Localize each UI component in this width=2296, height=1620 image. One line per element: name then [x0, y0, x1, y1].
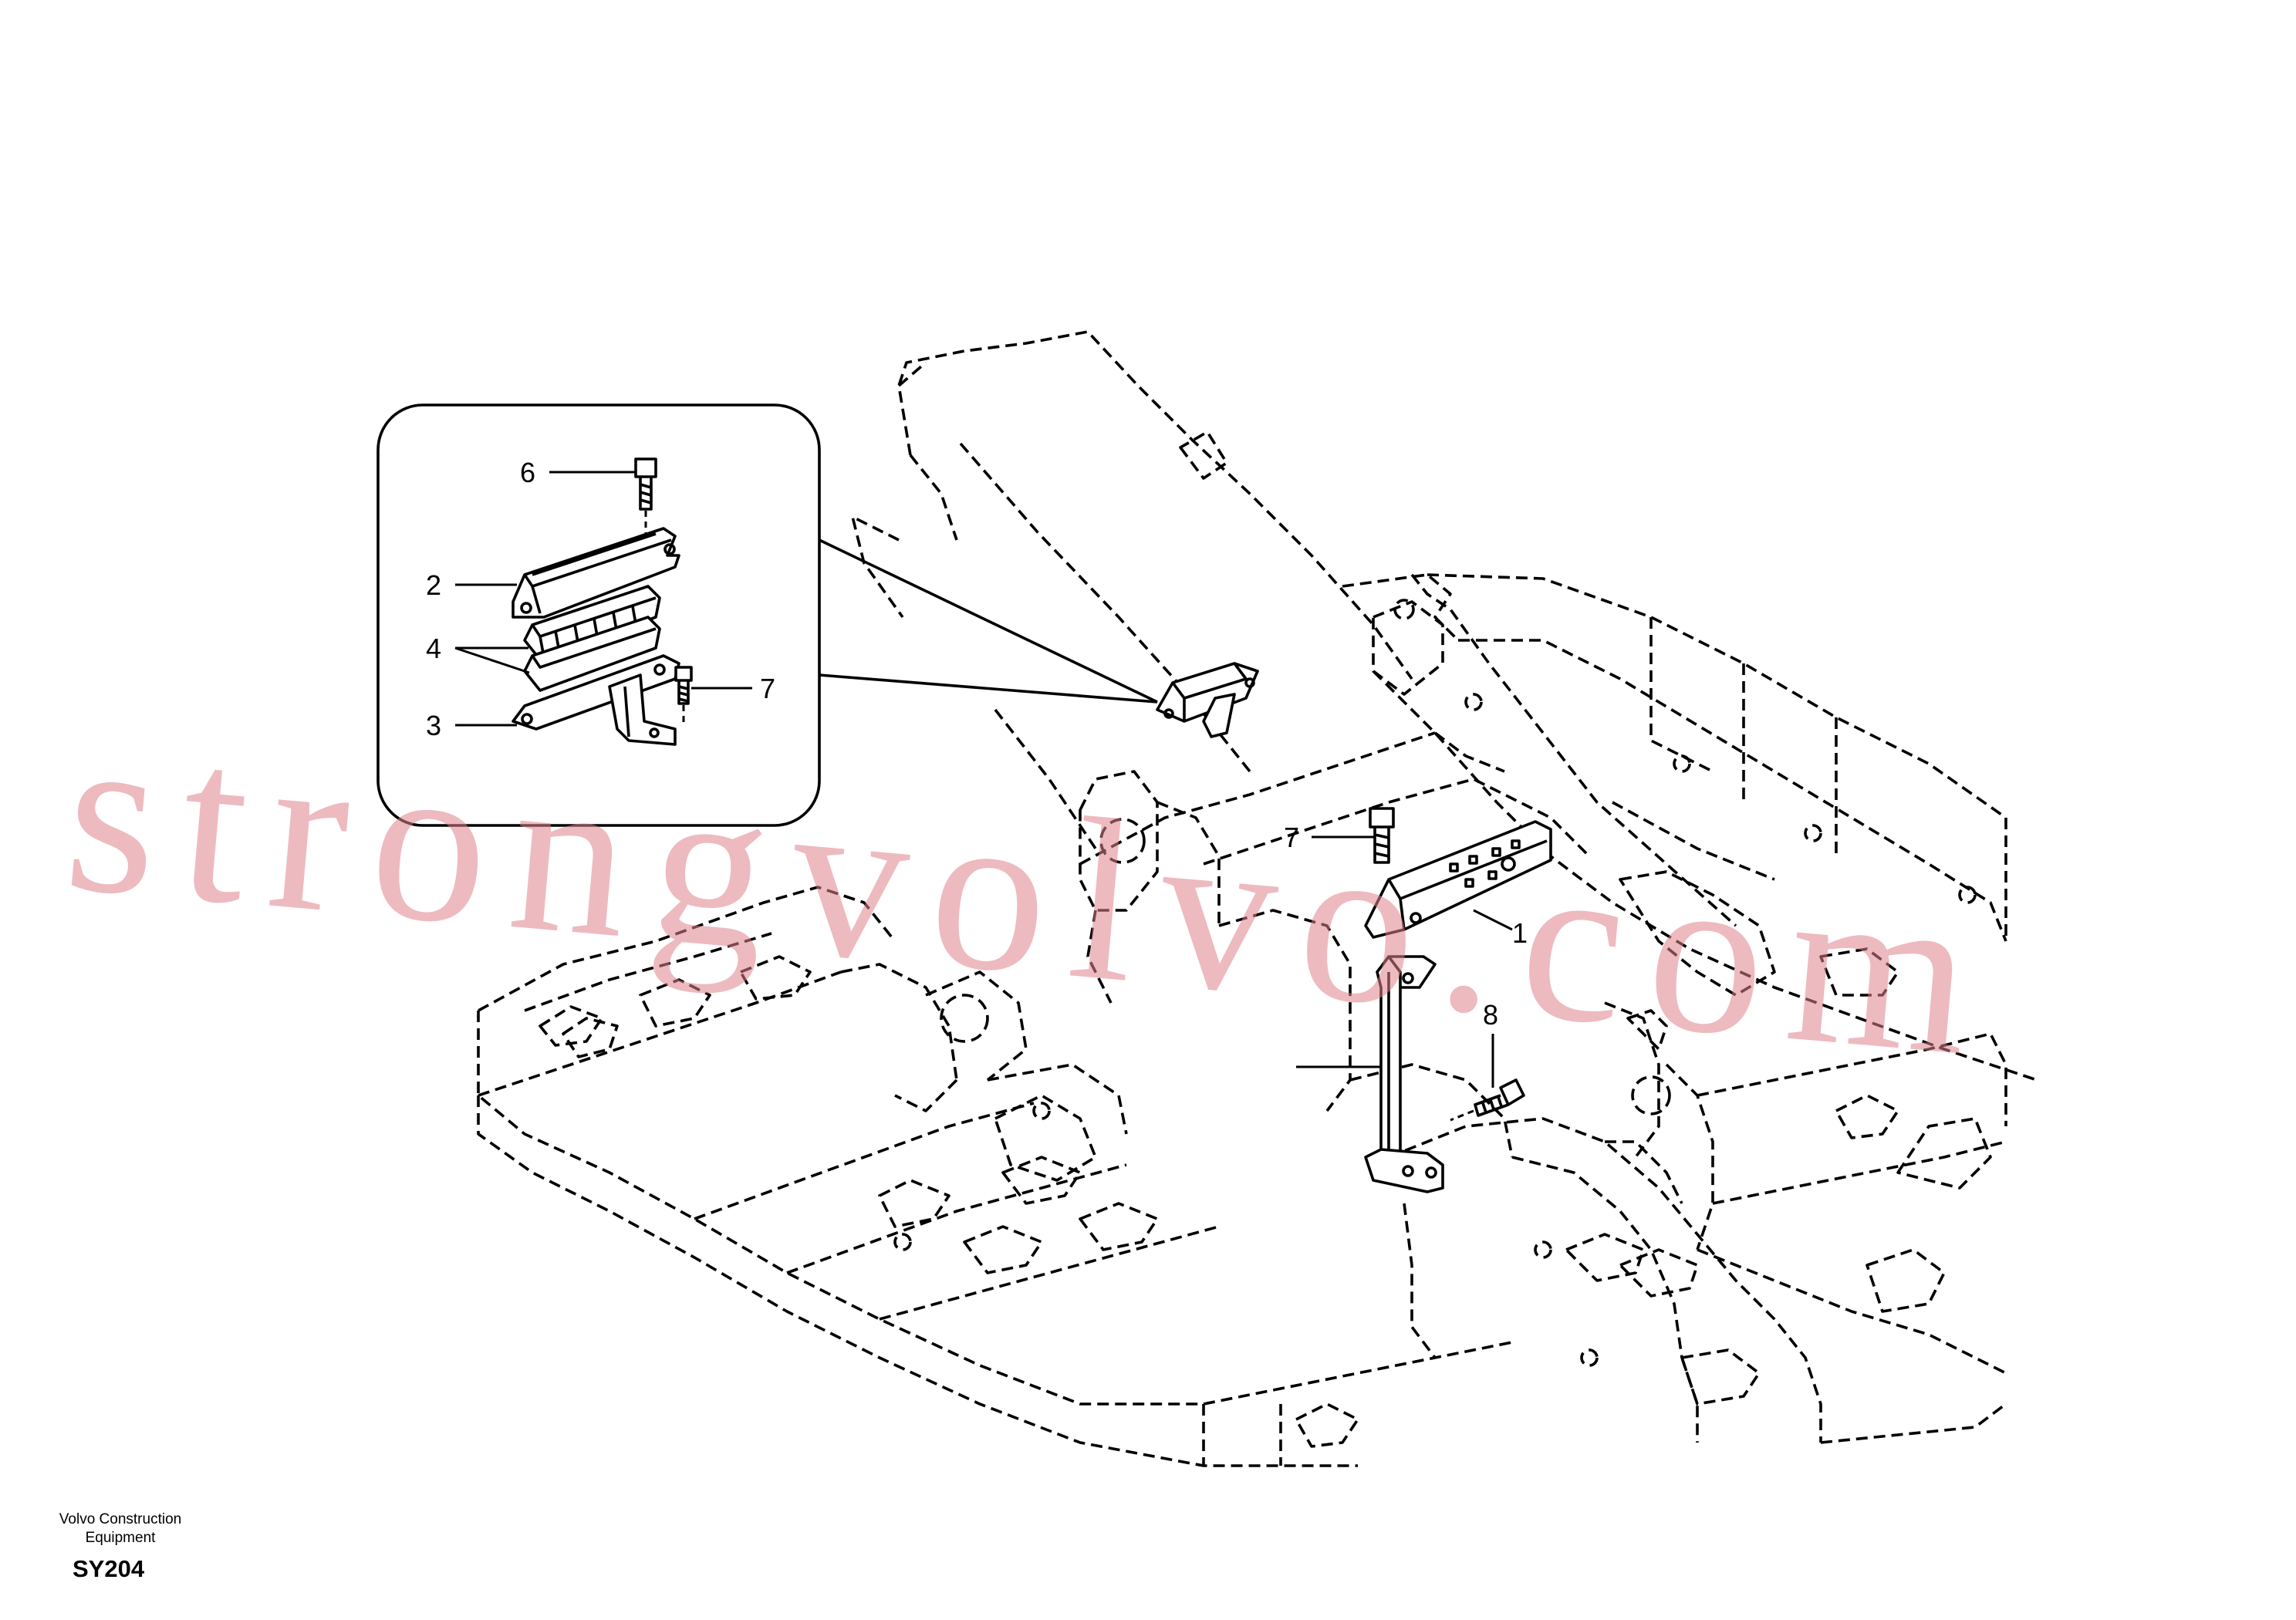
upper-clamp-plate-2 — [512, 527, 680, 619]
rubber-grommets-4 — [523, 585, 661, 692]
bolt-8 — [1450, 1078, 1525, 1122]
drawing-footer: Volvo Construction Equipment SY204 — [43, 1510, 198, 1583]
callout-3: 3 — [426, 710, 441, 741]
callout-6: 6 — [520, 457, 535, 488]
bolt-7-main — [1369, 807, 1395, 864]
bolt-7-detail — [674, 666, 693, 725]
callout-labels: 6 2 4 3 7 7 1 8 — [426, 457, 1528, 1031]
lower-clamp-bracket-3 — [512, 654, 680, 746]
company-name-line1: Volvo Construction — [59, 1511, 182, 1527]
callout-8: 8 — [1483, 999, 1498, 1031]
diagram-code: SY204 — [73, 1555, 145, 1582]
bolt-6 — [634, 457, 657, 540]
machine-frame-phantom — [477, 330, 2038, 1467]
watermark-text: strongvolvo.com — [57, 682, 2004, 1106]
clamp-assembly-on-boom — [1156, 662, 1259, 738]
callout-4: 4 — [426, 633, 441, 664]
company-name-line2: Equipment — [85, 1530, 156, 1546]
detail-bubble — [376, 403, 1158, 827]
callout-7-main: 7 — [1284, 822, 1299, 853]
callout-2: 2 — [426, 569, 441, 601]
mounting-plate-1 — [1364, 820, 1552, 939]
support-leg-bracket — [1364, 955, 1444, 1193]
callout-7-detail: 7 — [760, 673, 775, 704]
leader-lines — [454, 471, 1513, 1088]
callout-1: 1 — [1512, 917, 1528, 949]
